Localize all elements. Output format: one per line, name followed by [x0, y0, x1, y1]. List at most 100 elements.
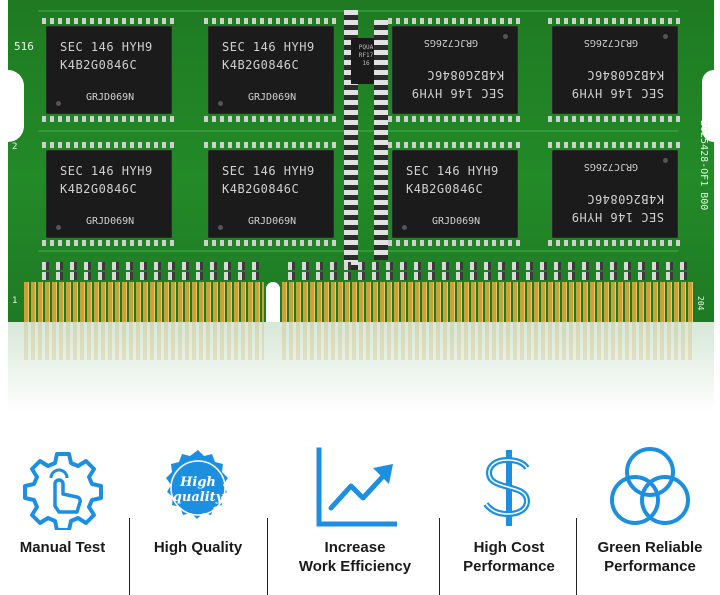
- feature-work-efficiency: Increase Work Efficiency: [270, 430, 440, 595]
- chip-orientation-dot: [663, 34, 668, 39]
- chip-marking: SEC 146 HYH9: [222, 164, 315, 178]
- chip-pins: [548, 18, 684, 24]
- chip-pins: [388, 240, 524, 246]
- smd-component-row: [42, 262, 262, 270]
- feature-high-quality: High quality High Quality: [130, 430, 266, 595]
- seal-text-quality: quality: [173, 490, 225, 505]
- chip-orientation-dot: [402, 225, 407, 230]
- memory-chip-3: SEC 146 HYH9 K4B2G0846C GRJC726GS: [392, 26, 518, 114]
- ram-module-photo: 516 2 1 204 2025428-OF1 B00 SEC 146 HYH9…: [8, 0, 714, 422]
- feature-label-line: High Quality: [153, 539, 243, 556]
- chip-marking: GRJD069N: [86, 216, 135, 227]
- seal-text-high: High: [179, 475, 216, 490]
- chip-marking: SEC 146 HYH9: [571, 86, 664, 100]
- chip-marking: K4B2G0846C: [222, 182, 300, 196]
- chip-pins: [548, 240, 684, 246]
- feature-manual-test: Manual Test: [0, 430, 125, 595]
- memory-chip-5: SEC 146 HYH9 K4B2G0846C GRJD069N: [46, 150, 172, 238]
- feature-divider: [439, 518, 440, 595]
- chip-pins: [388, 18, 524, 24]
- pcb-key-notch: [266, 282, 280, 322]
- chip-pins: [204, 18, 340, 24]
- chip-orientation-dot: [56, 225, 61, 230]
- gold-contacts-left: [24, 282, 264, 322]
- ram-pcb-board: 516 2 1 204 2025428-OF1 B00 SEC 146 HYH9…: [8, 0, 714, 322]
- feature-green-reliable: Green Reliable Performance: [580, 430, 720, 595]
- feature-label: Green Reliable Performance: [580, 538, 720, 576]
- feature-label-line: Performance: [463, 558, 555, 575]
- silkscreen-pin204: 204: [696, 296, 705, 311]
- feature-label-line: Green Reliable: [597, 539, 703, 556]
- feature-label-line: Manual Test: [19, 539, 106, 556]
- feature-cost-performance: High Cost Performance: [444, 430, 574, 595]
- feature-divider: [576, 518, 577, 595]
- feature-label-line: Work Efficiency: [298, 558, 412, 575]
- chip-pins: [42, 240, 178, 246]
- feature-divider: [129, 518, 130, 595]
- pcb-notch-right: [702, 70, 714, 142]
- chip-pins: [42, 116, 178, 122]
- chip-pins: [388, 116, 524, 122]
- chip-orientation-dot: [218, 101, 223, 106]
- memory-chip-8: SEC 146 HYH9 K4B2G0846C GRJC726GS: [552, 150, 678, 238]
- feature-label-line: Increase: [324, 539, 386, 556]
- chip-pins: [548, 142, 684, 148]
- chip-marking: K4B2G0846C: [586, 68, 664, 82]
- chip-marking: GRJC726GS: [583, 161, 638, 172]
- module-reflection: [8, 322, 714, 422]
- chip-marking: K4B2G0846C: [60, 182, 138, 196]
- pcb-trace: [38, 250, 678, 252]
- memory-chip-1: SEC 146 HYH9 K4B2G0846C GRJD069N: [46, 26, 172, 114]
- feature-label-line: High Cost: [473, 539, 545, 556]
- smd-component-row: [288, 262, 688, 270]
- chip-marking: K4B2G0846C: [222, 58, 300, 72]
- feature-label: Increase Work Efficiency: [270, 538, 440, 576]
- dollar-icon: [467, 446, 551, 530]
- memory-chip-4: SEC 146 HYH9 K4B2G0846C GRJC726GS: [552, 26, 678, 114]
- chip-marking: K4B2G0846C: [406, 182, 484, 196]
- chip-marking: K4B2G0846C: [586, 192, 664, 206]
- chip-marking: SEC 146 HYH9: [571, 210, 664, 224]
- smd-component-row: [288, 272, 688, 280]
- high-quality-seal-icon: High quality: [156, 446, 240, 530]
- chip-orientation-dot: [56, 101, 61, 106]
- chip-pins: [204, 142, 340, 148]
- memory-chip-7: SEC 146 HYH9 K4B2G0846C GRJD069N: [392, 150, 518, 238]
- trend-chart-icon: [313, 446, 398, 530]
- feature-label: High Quality: [130, 538, 266, 557]
- gear-hand-icon: [21, 446, 105, 532]
- chip-marking: SEC 146 HYH9: [406, 164, 499, 178]
- chip-orientation-dot: [218, 225, 223, 230]
- chip-pins: [204, 116, 340, 122]
- chip-marking: GRJD069N: [86, 92, 135, 103]
- pcb-trace: [38, 130, 678, 132]
- pcb-notch-left: [8, 70, 24, 142]
- feature-label: Manual Test: [0, 538, 125, 557]
- gold-contacts-right: [282, 282, 694, 322]
- pcb-trace: [38, 10, 678, 12]
- chip-pins: [388, 142, 524, 148]
- chip-marking: K4B2G0846C: [60, 58, 138, 72]
- chip-marking: GRJC726GS: [423, 37, 478, 48]
- venn-circles-icon: [608, 446, 692, 530]
- chip-marking: SEC 146 HYH9: [411, 86, 504, 100]
- feature-divider: [267, 518, 268, 595]
- silkscreen-516: 516: [14, 40, 34, 53]
- chip-marking: GRJD069N: [432, 216, 481, 227]
- chip-marking: SEC 146 HYH9: [60, 164, 153, 178]
- chip-marking: SEC 146 HYH9: [222, 40, 315, 54]
- feature-row: Manual Test High quality High Quality: [0, 430, 720, 595]
- chip-pins: [42, 142, 178, 148]
- chip-pins: [42, 18, 178, 24]
- silkscreen-side-marker: 2: [12, 142, 18, 152]
- contacts-reflection: [282, 322, 694, 360]
- chip-marking: SEC 146 HYH9: [60, 40, 153, 54]
- feature-label: High Cost Performance: [444, 538, 574, 576]
- chip-marking: K4B2G0846C: [426, 68, 504, 82]
- silkscreen-pin1: 1: [12, 296, 18, 306]
- memory-chip-6: SEC 146 HYH9 K4B2G0846C GRJD069N: [208, 150, 334, 238]
- memory-chip-2: SEC 146 HYH9 K4B2G0846C GRJD069N: [208, 26, 334, 114]
- chip-pins: [548, 116, 684, 122]
- feature-label-line: Performance: [604, 558, 696, 575]
- chip-marking: GRJC726GS: [583, 37, 638, 48]
